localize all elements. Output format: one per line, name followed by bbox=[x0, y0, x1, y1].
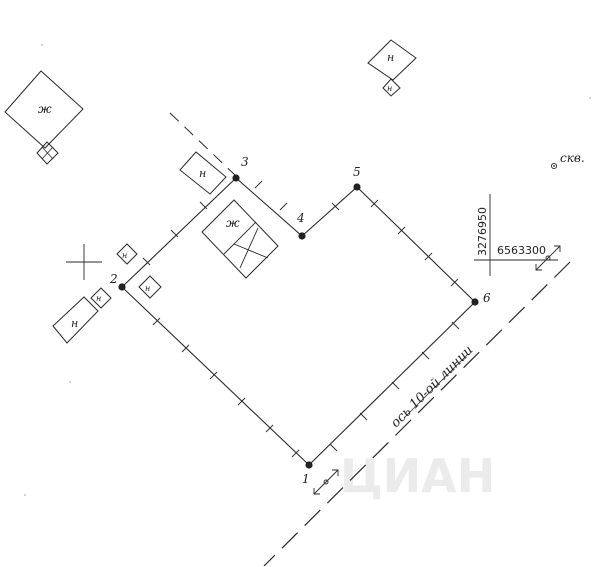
point-3-marker bbox=[232, 174, 240, 182]
building-residential-label: ж bbox=[38, 102, 52, 116]
point-4-label: 4 bbox=[296, 211, 305, 225]
coordinate-grid-mark bbox=[474, 194, 558, 276]
point-1-marker bbox=[305, 461, 313, 469]
point-4-marker bbox=[298, 232, 306, 240]
svg-text:н: н bbox=[387, 51, 394, 64]
point-6-marker bbox=[471, 298, 479, 306]
scale-arrow-icon bbox=[313, 469, 339, 495]
well-marker-icon bbox=[550, 162, 558, 170]
watermark-text: ЦИАН bbox=[340, 449, 495, 503]
point-6-label: 6 bbox=[483, 291, 491, 305]
point-5-marker bbox=[353, 183, 361, 191]
building-residential-main: ж bbox=[201, 199, 279, 279]
street-axis-label: ось 10-ой линии bbox=[388, 343, 476, 431]
street-axis-line bbox=[263, 261, 571, 567]
point-5-label: 5 bbox=[353, 165, 361, 179]
crosshair-icon bbox=[66, 244, 102, 280]
svg-text:н: н bbox=[71, 317, 78, 330]
svg-text:н: н bbox=[199, 167, 206, 180]
building-nonresidential-3: н bbox=[179, 151, 227, 195]
coordinate-horizontal-label: 6563300 bbox=[497, 244, 546, 257]
point-2-marker bbox=[118, 283, 126, 291]
building-nonresidential-left: н н н н bbox=[52, 243, 162, 344]
well-label: скв. bbox=[560, 151, 585, 165]
svg-text:н: н bbox=[96, 294, 101, 303]
building-nonresidential-top-right: н н bbox=[367, 39, 417, 97]
building-main-label: ж bbox=[226, 216, 240, 230]
street-axis-underline bbox=[403, 353, 469, 419]
boundary-ticks bbox=[142, 180, 460, 458]
point-2-label: 2 bbox=[109, 272, 118, 286]
point-1-label: 1 bbox=[302, 472, 310, 486]
svg-text:н: н bbox=[122, 251, 127, 260]
scale-arrow-icon bbox=[535, 245, 561, 271]
coordinate-vertical-label: 3276950 bbox=[476, 207, 489, 256]
svg-text:н: н bbox=[145, 284, 150, 293]
building-residential-top-left: ж bbox=[4, 70, 84, 165]
point-3-label: 3 bbox=[241, 155, 249, 169]
street-axis-line-upper bbox=[169, 112, 237, 177]
scan-specks bbox=[24, 44, 591, 496]
svg-text:н: н bbox=[387, 84, 392, 93]
